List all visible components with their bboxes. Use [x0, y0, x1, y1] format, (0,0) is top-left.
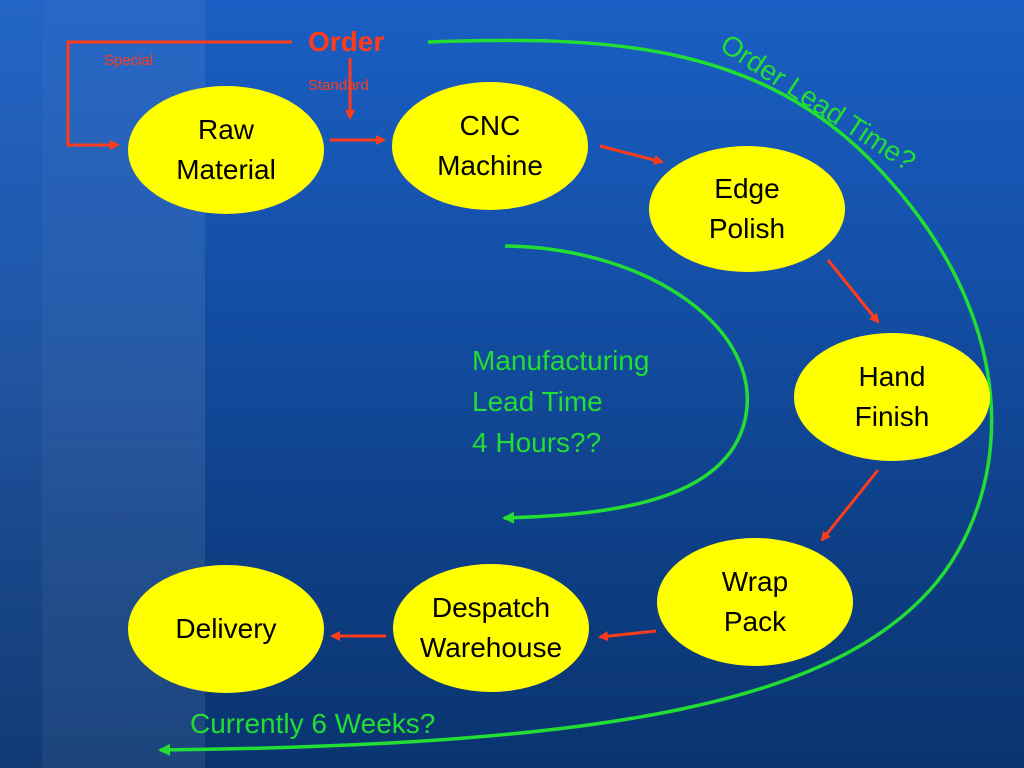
- node-edge-polish: Edge Polish: [649, 146, 845, 272]
- node-hand-finish: Hand Finish: [794, 333, 990, 461]
- current-lead-time-label: Currently 6 Weeks?: [190, 708, 436, 739]
- order-label: Order: [308, 26, 385, 57]
- special-route-label: Special: [104, 52, 154, 69]
- node-delivery: Delivery: [128, 565, 324, 693]
- order-lead-time-curve: [158, 38, 994, 756]
- node-cnc-machine: CNC Machine: [392, 82, 588, 210]
- manufacturing-lead-time-curve: [502, 244, 749, 524]
- arrow-hand-to-wrap: [820, 469, 880, 542]
- node-despatch-warehouse: Despatch Warehouse: [393, 564, 589, 692]
- arrow-wrap-to-despatch: [598, 629, 657, 642]
- standard-route-label: Standard: [308, 77, 369, 94]
- node-wrap-pack: Wrap Pack: [657, 538, 853, 666]
- special-route-arrow: [66, 40, 292, 150]
- arrow-cnc-to-edge: [599, 144, 664, 165]
- node-raw-material: Raw Material: [128, 86, 324, 214]
- arrow-edge-to-hand: [826, 259, 880, 324]
- manufacturing-lead-time-label: Manufacturing Lead Time 4 Hours??: [472, 345, 650, 458]
